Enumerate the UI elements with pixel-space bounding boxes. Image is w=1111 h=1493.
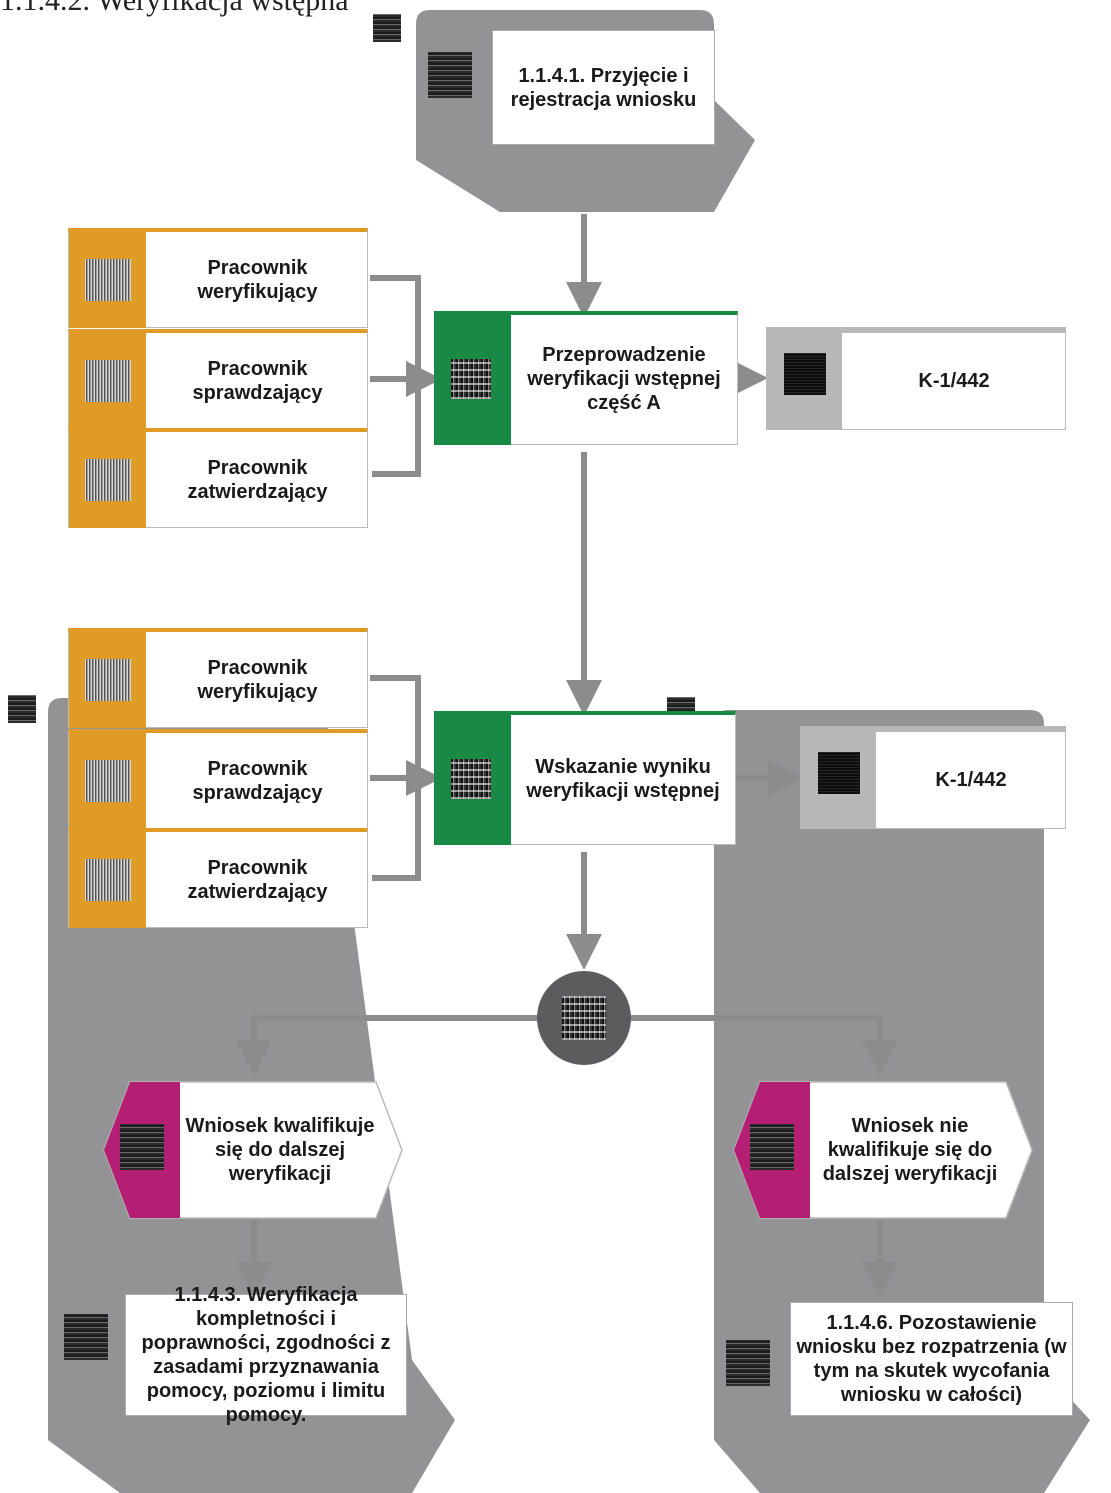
function-a-icon <box>451 359 491 399</box>
function-b-box[interactable]: Wskazanie wyniku weryfikacji wstępnej <box>434 711 736 845</box>
role-b-2-label: Pracownik sprawdzający <box>192 758 323 804</box>
role-box-a-3: Pracownik zatwierdzający <box>68 428 368 528</box>
function-b-label: Wskazanie wyniku weryfikacji wstępnej <box>526 756 720 802</box>
document-b-icon <box>818 752 860 794</box>
role-a-2-icon <box>85 360 131 402</box>
document-b-label: K-1/442 <box>935 768 1007 791</box>
function-a-label: Przeprowadzenie weryfikacji wstępnej czę… <box>527 344 721 414</box>
process-start-marker-icon <box>373 14 401 42</box>
role-a-3-icon <box>85 459 131 501</box>
event-left-icon <box>120 1124 164 1170</box>
process-end-left-marker-icon <box>8 695 36 723</box>
function-a-box[interactable]: Przeprowadzenie weryfikacji wstępnej czę… <box>434 311 738 445</box>
role-b-2-icon <box>85 760 131 802</box>
event-left-label[interactable]: Wniosek kwalifikuje się do dalszej weryf… <box>185 1115 375 1185</box>
role-box-a-1: Pracownik weryfikujący <box>68 228 368 328</box>
role-a-3-label: Pracownik zatwierdzający <box>187 457 328 503</box>
role-box-a-2: Pracownik sprawdzający <box>68 329 368 429</box>
document-a-label: K-1/442 <box>918 369 990 392</box>
role-box-b-1: Pracownik weryfikujący <box>68 628 368 728</box>
process-start-icon <box>428 52 472 98</box>
document-a-icon <box>784 353 826 395</box>
role-a-2-label: Pracownik sprawdzający <box>192 358 323 404</box>
role-b-1-label: Pracownik weryfikujący <box>197 657 318 703</box>
role-box-b-2: Pracownik sprawdzający <box>68 729 368 829</box>
role-a-1-icon <box>85 259 131 301</box>
role-a-1-label: Pracownik weryfikujący <box>197 257 318 303</box>
process-end-left-label: 1.1.4.3. Weryfikacja kompletności i popr… <box>141 1284 391 1426</box>
role-box-b-3: Pracownik zatwierdzający <box>68 828 368 928</box>
document-a-box[interactable]: K-1/442 <box>766 327 1066 430</box>
process-start-box[interactable]: 1.1.4.1. Przyjęcie i rejestracja wniosku <box>492 30 715 145</box>
process-end-right-label: 1.1.4.6. Pozostawienie wniosku bez rozpa… <box>796 1312 1067 1406</box>
process-end-right-box[interactable]: 1.1.4.6. Pozostawienie wniosku bez rozpa… <box>790 1302 1073 1416</box>
process-end-right-icon <box>726 1340 770 1386</box>
process-start-label: 1.1.4.1. Przyjęcie i rejestracja wniosku <box>510 64 697 111</box>
event-right-label[interactable]: Wniosek nie kwalifikuje się do dalszej w… <box>822 1115 998 1185</box>
process-end-left-box[interactable]: 1.1.4.3. Weryfikacja kompletności i popr… <box>125 1284 407 1426</box>
page-title: 1.1.4.2. Weryfikacja wstępna <box>0 0 349 17</box>
process-end-left-icon <box>64 1314 108 1360</box>
role-b-3-label: Pracownik zatwierdzający <box>187 857 328 903</box>
role-b-1-icon <box>85 659 131 701</box>
document-b-box[interactable]: K-1/442 <box>800 726 1066 829</box>
function-b-icon <box>451 759 491 799</box>
role-b-3-icon <box>85 859 131 901</box>
decision-icon <box>562 996 606 1040</box>
event-right-icon <box>750 1124 794 1170</box>
